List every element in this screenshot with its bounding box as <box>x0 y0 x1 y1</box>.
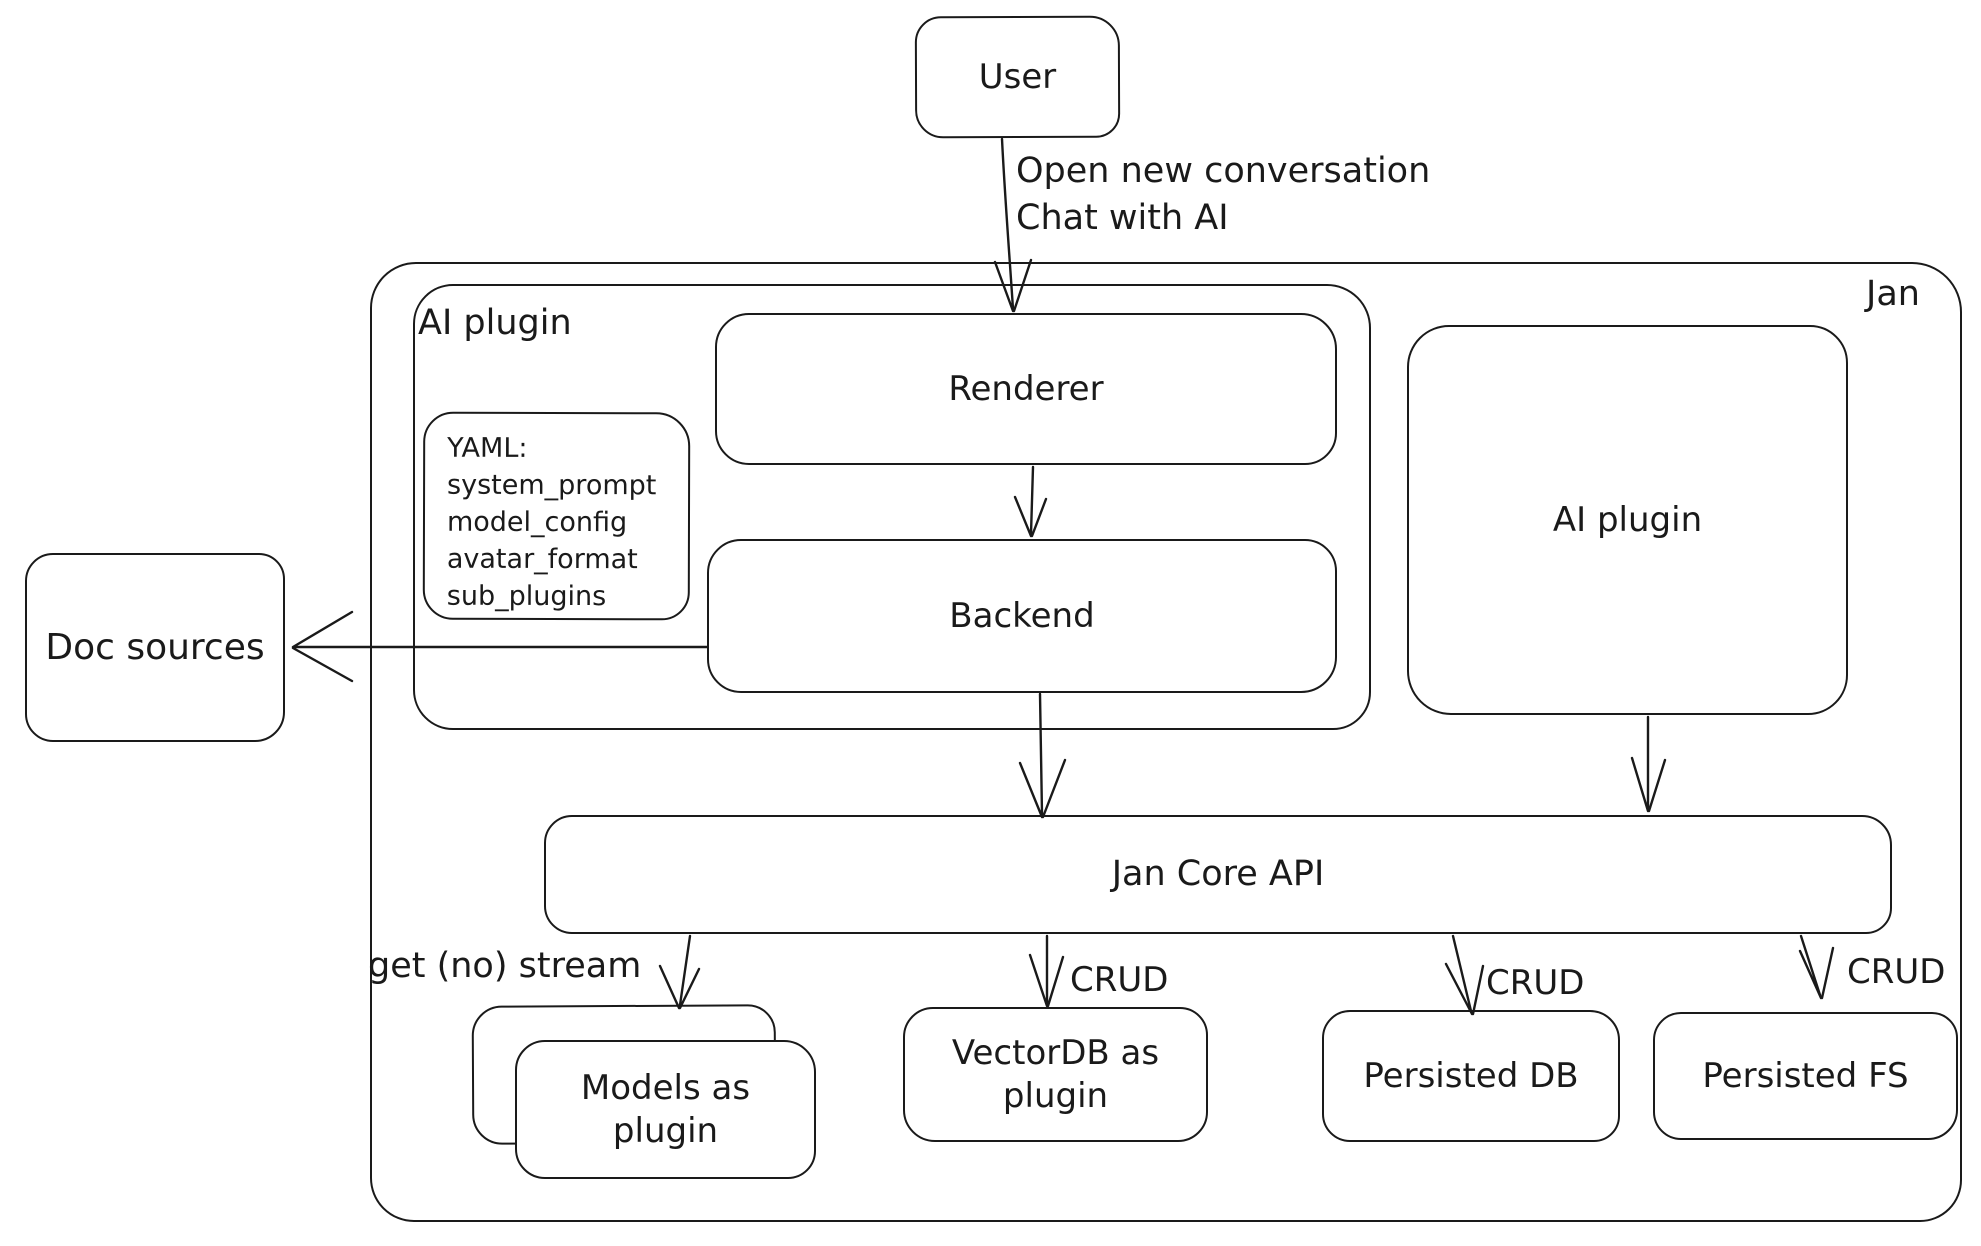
persisted-fs-label: Persisted FS <box>1702 1055 1909 1096</box>
edge-label-get-no-stream: get (no) stream <box>368 946 642 986</box>
edge-label-crud-persisted-db: CRUD <box>1486 963 1585 1003</box>
ai-plugin-right-node: AI plugin <box>1407 325 1848 715</box>
ai-plugin-left-container <box>413 284 1371 730</box>
doc-sources-label: Doc sources <box>45 627 265 668</box>
renderer-node: Renderer <box>715 313 1337 465</box>
edge-label-crud-persisted-fs: CRUD <box>1847 952 1946 992</box>
models-plugin-node: Models as plugin <box>515 1040 816 1179</box>
yaml-config-note: YAML: system_prompt model_config avatar_… <box>422 411 691 621</box>
vectordb-plugin-label: VectorDB as plugin <box>951 1033 1160 1116</box>
ai-plugin-left-label: AI plugin <box>418 303 572 343</box>
jan-container <box>370 262 1962 1222</box>
yaml-note-line: YAML: <box>447 432 528 464</box>
ai-plugin-right-label: AI plugin <box>1552 499 1703 540</box>
persisted-db-node: Persisted DB <box>1322 1010 1620 1142</box>
persisted-db-label: Persisted DB <box>1363 1055 1579 1096</box>
jan-container-label: Jan <box>1866 274 1920 314</box>
doc-sources-node: Doc sources <box>25 553 285 742</box>
jan-core-api-node: Jan Core API <box>544 815 1892 934</box>
persisted-fs-node: Persisted FS <box>1653 1012 1958 1140</box>
jan-core-api-label: Jan Core API <box>1111 853 1325 894</box>
edge-label-crud-vectordb: CRUD <box>1070 960 1169 1000</box>
user-label: User <box>978 56 1057 97</box>
vectordb-plugin-node: VectorDB as plugin <box>903 1007 1208 1142</box>
yaml-note-line: avatar_format <box>446 543 638 576</box>
renderer-label: Renderer <box>948 368 1104 409</box>
edge-label-chat-with-ai: Chat with AI <box>1016 198 1229 238</box>
models-plugin-label: Models as plugin <box>580 1068 751 1151</box>
backend-node: Backend <box>707 539 1337 693</box>
user-node: User <box>914 15 1121 139</box>
edge-label-open-conversation: Open new conversation <box>1016 151 1431 191</box>
backend-label: Backend <box>949 595 1095 636</box>
yaml-note-line: system_prompt <box>447 469 657 502</box>
yaml-note-line: model_config <box>446 506 628 539</box>
edge-label-user-to-renderer: Open new conversation Chat with AI <box>1016 148 1430 242</box>
yaml-note-line: sub_plugins <box>446 580 607 613</box>
